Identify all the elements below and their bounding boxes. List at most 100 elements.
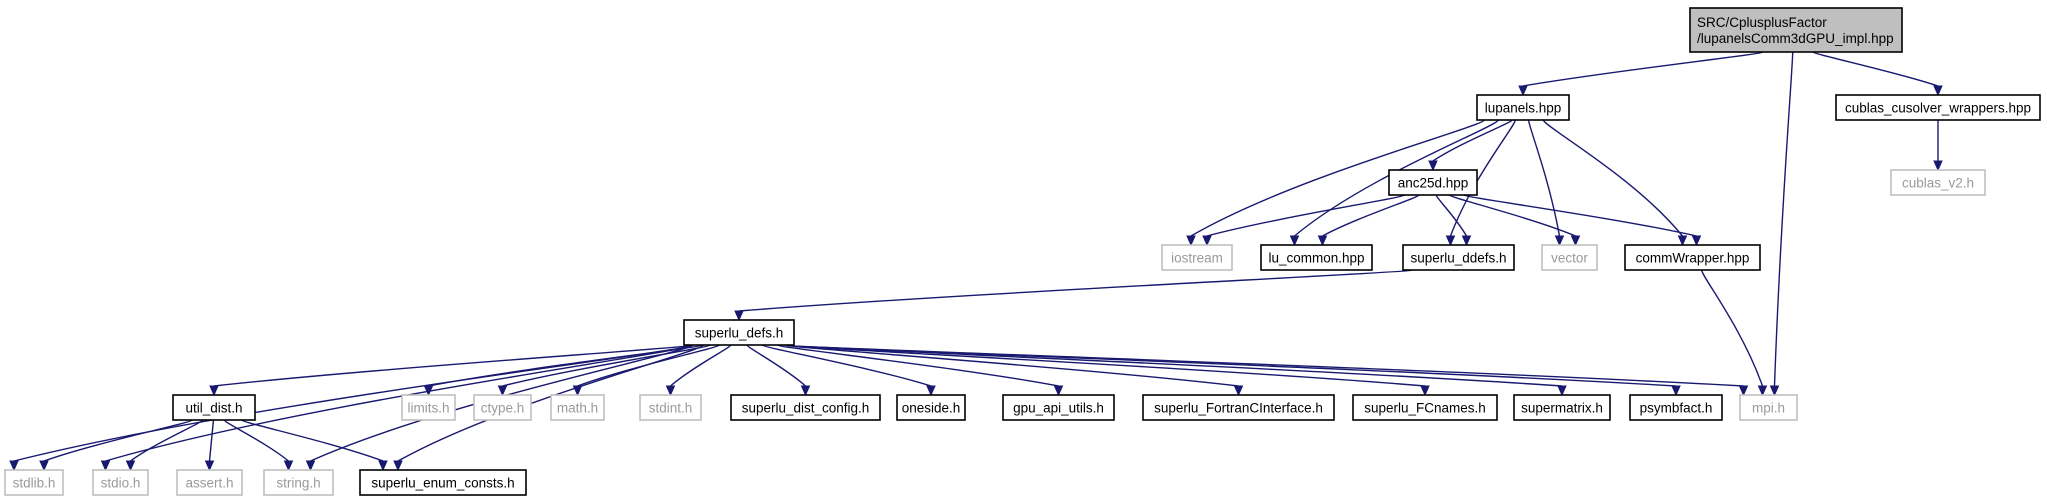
arrowhead <box>1570 235 1581 247</box>
edge-line <box>776 344 1059 387</box>
arrowhead <box>1445 235 1456 247</box>
node-box <box>1624 244 1761 271</box>
node-limits: limits.h <box>401 394 456 421</box>
node-box <box>172 394 256 421</box>
arrowhead <box>209 385 219 397</box>
node-superlu_ddefs[interactable]: superlu_ddefs.h <box>1402 244 1515 271</box>
node-label: stdint.h <box>649 401 693 416</box>
node-label: lu_common.hpp <box>1268 251 1364 266</box>
edge-line <box>223 419 289 462</box>
node-box <box>1260 244 1373 271</box>
edge-root-to-lupanels <box>1518 51 1764 97</box>
node-label: gpu_api_utils.h <box>1013 401 1104 416</box>
edge-commWrapper-to-mpi <box>1700 269 1768 397</box>
edge-line <box>502 344 712 387</box>
arrowhead <box>100 460 111 472</box>
node-box <box>4 469 64 496</box>
edge-superlu_defs-to-gpu_api <box>776 344 1064 397</box>
edge-lupanels-to-anc25d <box>1428 119 1513 172</box>
arrowhead <box>378 460 388 472</box>
node-box <box>1689 7 1903 53</box>
arrowhead <box>1757 385 1768 397</box>
node-label: assert.h <box>185 476 233 491</box>
node-commWrapper[interactable]: commWrapper.hpp <box>1624 244 1761 271</box>
arrowhead <box>1518 85 1528 97</box>
node-label: superlu_defs.h <box>695 326 784 341</box>
node-box <box>1513 394 1611 421</box>
node-box <box>1402 244 1515 271</box>
edges-layer <box>9 51 1943 472</box>
node-cublas_wrap[interactable]: cublas_cusolver_wrappers.hpp <box>1835 94 2041 121</box>
edge-util_dist-to-string <box>223 419 294 472</box>
node-mpi: mpi.h <box>1739 394 1798 421</box>
edge-superlu_defs-to-stdint <box>665 344 732 397</box>
edge-superlu_defs-to-fcnames <box>784 344 1430 397</box>
node-lupanels[interactable]: lupanels.hpp <box>1476 94 1570 121</box>
node-enum_consts[interactable]: superlu_enum_consts.h <box>359 469 527 496</box>
node-label: superlu_FortranCInterface.h <box>1154 401 1323 416</box>
node-label: stdlib.h <box>13 476 56 491</box>
node-label: cublas_cusolver_wrappers.hpp <box>1845 101 2031 116</box>
edge-line <box>428 344 703 387</box>
node-ctype: ctype.h <box>473 394 532 421</box>
edge-superlu_defs-to-sl_dist_config <box>746 344 811 397</box>
node-label: iostream <box>1171 251 1223 266</box>
node-label: superlu_FCnames.h <box>1364 401 1486 416</box>
node-supermatrix[interactable]: supermatrix.h <box>1513 394 1611 421</box>
arrowhead <box>1289 235 1300 247</box>
edge-lupanels-to-superlu_ddefs <box>1445 119 1516 247</box>
node-sl_dist_config[interactable]: superlu_dist_config.h <box>730 394 881 421</box>
node-box <box>359 469 527 496</box>
edge-line <box>240 419 384 462</box>
edge-line <box>310 344 694 462</box>
edge-superlu_defs-to-ctype <box>497 344 712 397</box>
node-box <box>896 394 966 421</box>
arrowhead <box>497 385 508 397</box>
arrowhead <box>1053 385 1064 397</box>
node-label: SRC/CplusplusFactor <box>1697 15 1827 30</box>
node-fcnames[interactable]: superlu_FCnames.h <box>1352 394 1498 421</box>
node-label: superlu_ddefs.h <box>1410 251 1506 266</box>
node-root[interactable]: SRC/CplusplusFactor/lupanelsComm3dGPU_im… <box>1689 7 1903 53</box>
arrowhead <box>39 460 49 472</box>
node-superlu_defs[interactable]: superlu_defs.h <box>683 319 795 346</box>
node-label: anc25d.hpp <box>1398 176 1469 191</box>
node-box <box>1352 394 1498 421</box>
node-box <box>1835 94 2041 121</box>
node-oneside[interactable]: oneside.h <box>896 394 966 421</box>
node-stdio: stdio.h <box>92 469 149 496</box>
edge-line <box>1294 119 1499 237</box>
node-label: psymbfact.h <box>1640 401 1713 416</box>
node-box <box>263 469 334 496</box>
node-label: /lupanelsComm3dGPU_impl.hpp <box>1697 31 1894 46</box>
node-gpu_api[interactable]: gpu_api_utils.h <box>1002 394 1115 421</box>
node-lu_common[interactable]: lu_common.hpp <box>1260 244 1373 271</box>
node-label: math.h <box>557 401 598 416</box>
edge-root-to-mpi <box>1769 51 1794 397</box>
node-box <box>401 394 456 421</box>
edge-lupanels-to-commWrapper <box>1542 119 1688 247</box>
node-util_dist[interactable]: util_dist.h <box>172 394 256 421</box>
node-stdint: stdint.h <box>639 394 702 421</box>
arrowhead <box>572 385 583 397</box>
edge-line <box>746 344 806 387</box>
edge-lupanels-to-iostream <box>1186 119 1486 247</box>
edge-superlu_defs-to-enum_consts <box>393 344 705 472</box>
edge-line <box>1322 194 1420 237</box>
node-fortran_iface[interactable]: superlu_FortranCInterface.h <box>1142 394 1335 421</box>
arrowhead <box>1691 235 1702 247</box>
node-label: superlu_dist_config.h <box>742 401 870 416</box>
node-label: lupanels.hpp <box>1485 101 1562 116</box>
edge-line <box>1522 51 1764 87</box>
node-box <box>1629 394 1723 421</box>
node-label: vector <box>1551 251 1588 266</box>
arrowhead <box>665 385 676 397</box>
node-anc25d[interactable]: anc25d.hpp <box>1388 169 1478 196</box>
edge-line <box>761 344 932 387</box>
edge-line <box>1448 194 1576 237</box>
edge-line <box>784 344 1744 387</box>
edge-util_dist-to-enum_consts <box>240 419 388 472</box>
edge-line <box>577 344 721 387</box>
edge-cublas_wrap-to-cublas_v2 <box>1933 120 1943 172</box>
node-psymbfact[interactable]: psymbfact.h <box>1629 394 1723 421</box>
